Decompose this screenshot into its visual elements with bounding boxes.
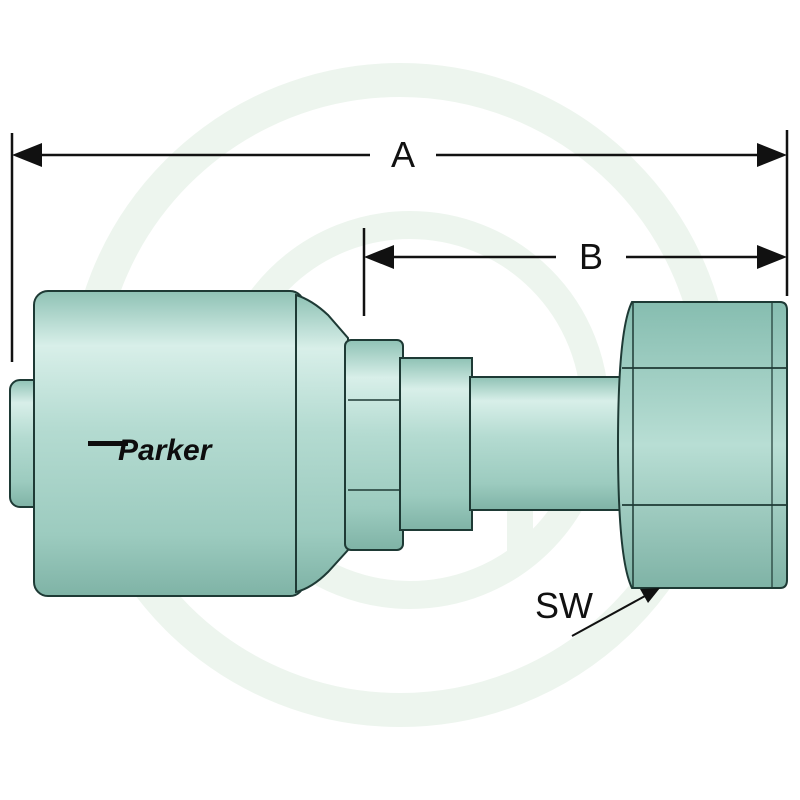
dimension-a: A xyxy=(12,134,787,175)
dimension-a-label: A xyxy=(391,134,415,175)
tube xyxy=(469,376,626,511)
dimension-b-arrow-right xyxy=(757,245,787,269)
dimension-a-arrow-left xyxy=(12,143,42,167)
hex-nut xyxy=(616,301,788,589)
parker-logo-bar xyxy=(88,441,128,446)
step-section xyxy=(399,357,473,531)
dimension-b-label: B xyxy=(579,236,603,277)
dimension-b: B xyxy=(364,236,787,277)
dimension-a-arrow-right xyxy=(757,143,787,167)
sw-callout: SW xyxy=(535,585,660,637)
ferrule-shoulder xyxy=(295,293,349,594)
sw-leader-arrow xyxy=(640,588,660,603)
parker-logo-text: Parker xyxy=(118,434,214,467)
sw-label: SW xyxy=(535,585,593,626)
dimension-b-arrow-left xyxy=(364,245,394,269)
sw-leader-line xyxy=(571,595,646,637)
collar xyxy=(344,339,404,551)
parker-logo: Parker xyxy=(88,434,214,467)
hose-fitting xyxy=(9,290,788,597)
